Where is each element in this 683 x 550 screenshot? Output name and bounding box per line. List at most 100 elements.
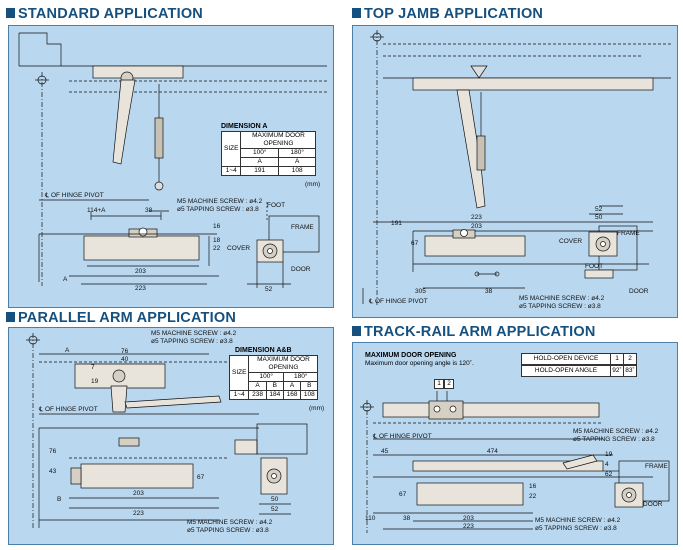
screws-tap-top: ø5 TAPPING SCREW : ø3.8	[573, 436, 655, 443]
dim-45: 45	[381, 448, 389, 455]
hold-open-device-label: HOLD-OPEN DEVICE	[521, 353, 611, 365]
angle-100: 100°	[240, 148, 279, 158]
dim-22: 22	[213, 245, 221, 252]
col-a-180: A	[282, 381, 302, 391]
cover-label: COVER	[559, 238, 583, 245]
dim-38: 38	[145, 207, 153, 214]
section-marker-icon	[352, 326, 361, 336]
standard-application-title: STANDARD APPLICATION	[6, 6, 203, 22]
hold-open-angle-label: HOLD-OPEN ANGLE	[521, 365, 611, 377]
screws-m5-label: M5 MACHINE SCREW : ø4.2	[519, 295, 605, 302]
standard-drawing	[18, 32, 327, 288]
screws-m5-top: M5 MACHINE SCREW : ø4.2	[151, 330, 237, 337]
hold-open-angle-1: 92˚	[610, 365, 624, 377]
mark-2: 2	[444, 379, 454, 389]
standard-application-panel: DIMENSION A SIZE MAXIMUM DOOR OPENING 10…	[8, 25, 334, 308]
dim-67: 67	[399, 491, 407, 498]
dim-7: 7	[91, 364, 95, 371]
top-jamb-drawing	[362, 30, 671, 306]
dim-19: 19	[91, 378, 99, 385]
size-value: 1~4	[220, 166, 242, 176]
hinge-pivot-label: ℄ OF HINGE PIVOT	[369, 298, 428, 305]
dim-52: 52	[271, 506, 279, 513]
top-jamb-application-panel: 191 223 203 52 50 67 COVER FRAME FOOT DO…	[352, 25, 678, 318]
unit-label: (mm)	[309, 405, 325, 412]
value-100: 191	[240, 166, 279, 176]
dimension-a-heading: DIMENSION A	[221, 123, 268, 130]
dim-22: 22	[529, 493, 537, 500]
dim-38: 38	[485, 288, 493, 295]
dimension-ab-heading: DIMENSION A&B	[235, 347, 292, 354]
screws-m5-label: M5 MACHINE SCREW : ø4.2	[187, 519, 273, 526]
screws-tap-label: ø5 TAPPING SCREW : ø3.8	[535, 525, 617, 532]
dim-52: 52	[265, 286, 273, 293]
screws-tap-label: ø5 TAPPING SCREW : ø3.8	[519, 303, 601, 310]
angle-180: 180°	[277, 148, 317, 158]
col-a-100: A	[248, 381, 267, 391]
screws-tap-label: ø5 TAPPING SCREW : ø3.8	[177, 206, 259, 213]
track-rail-arm-application-title: TRACK-RAIL ARM APPLICATION	[352, 324, 596, 340]
dim-62: 62	[605, 471, 613, 478]
dim-18: 18	[213, 237, 221, 244]
col-b-180: B	[300, 381, 319, 391]
dim-52: 52	[595, 206, 603, 213]
angle-100: 100°	[248, 372, 284, 382]
dim-203: 203	[135, 268, 146, 275]
standard-title-text: STANDARD APPLICATION	[18, 6, 203, 22]
dim-110: 110	[365, 515, 376, 522]
parallel-arm-drawing	[26, 333, 308, 528]
section-marker-icon	[6, 312, 15, 322]
dim-a: A	[63, 276, 68, 283]
screws-m5-top: M5 MACHINE SCREW : ø4.2	[573, 428, 659, 435]
dim-16: 16	[213, 223, 221, 230]
screws-tap-label: ø5 TAPPING SCREW : ø3.8	[187, 527, 269, 534]
unit-label: (mm)	[305, 181, 321, 188]
dim-67: 67	[197, 474, 205, 481]
door-label: DOOR	[291, 266, 311, 273]
value-a-180: 168	[282, 390, 302, 400]
dim-50: 50	[271, 496, 279, 503]
max-opening-header: MAXIMUM DOOR OPENING	[240, 131, 317, 149]
size-value: 1~4	[228, 390, 250, 400]
angle-180: 180°	[282, 372, 319, 382]
dim-191: 191	[391, 220, 402, 227]
dim-305: 305	[415, 288, 426, 295]
dim-114a: 114+A	[87, 207, 106, 214]
dim-50: 50	[595, 214, 603, 221]
dim-474: 474	[487, 448, 498, 455]
dim-67: 67	[411, 240, 419, 247]
value-a-100: 238	[248, 390, 267, 400]
dim-223: 223	[463, 523, 474, 530]
size-header: SIZE	[220, 131, 242, 167]
value-b-100: 184	[265, 390, 284, 400]
col-a-2: A	[277, 157, 317, 167]
dim-203: 203	[463, 515, 474, 522]
door-label: DOOR	[629, 288, 649, 295]
track-rail-title-text: TRACK-RAIL ARM APPLICATION	[364, 324, 596, 340]
dim-40: 40	[121, 356, 129, 363]
dim-38: 38	[403, 515, 411, 522]
frame-label: FRAME	[645, 463, 668, 470]
frame-label: FRAME	[291, 224, 314, 231]
hold-open-angle-2: 83˚	[623, 365, 637, 377]
section-marker-icon	[6, 8, 15, 18]
dim-223: 223	[133, 510, 144, 517]
track-rail-drawing	[360, 391, 670, 533]
dim-b: B	[57, 496, 62, 503]
dim-16: 16	[529, 483, 537, 490]
mark-1: 1	[434, 379, 444, 389]
dim-223: 223	[471, 214, 482, 221]
dim-223: 223	[135, 285, 146, 292]
max-opening-header: MAXIMUM DOOR OPENING	[248, 355, 319, 373]
cover-label: COVER	[227, 245, 251, 252]
screws-tap-top: ø5 TAPPING SCREW : ø3.8	[151, 338, 233, 345]
parallel-title-text: PARALLEL ARM APPLICATION	[18, 310, 236, 326]
screws-m5-label: M5 MACHINE SCREW : ø4.2	[535, 517, 621, 524]
hinge-pivot-label: ℄ OF HINGE PIVOT	[373, 433, 432, 440]
section-marker-icon	[352, 8, 361, 18]
dim-19: 19	[605, 451, 613, 458]
dimension-ab-table: SIZE MAXIMUM DOOR OPENING 100° 180° A B …	[228, 355, 319, 400]
door-label: DOOR	[643, 501, 663, 508]
dim-76-vertical: 76	[49, 448, 57, 455]
top-jamb-title-text: TOP JAMB APPLICATION	[364, 6, 544, 22]
